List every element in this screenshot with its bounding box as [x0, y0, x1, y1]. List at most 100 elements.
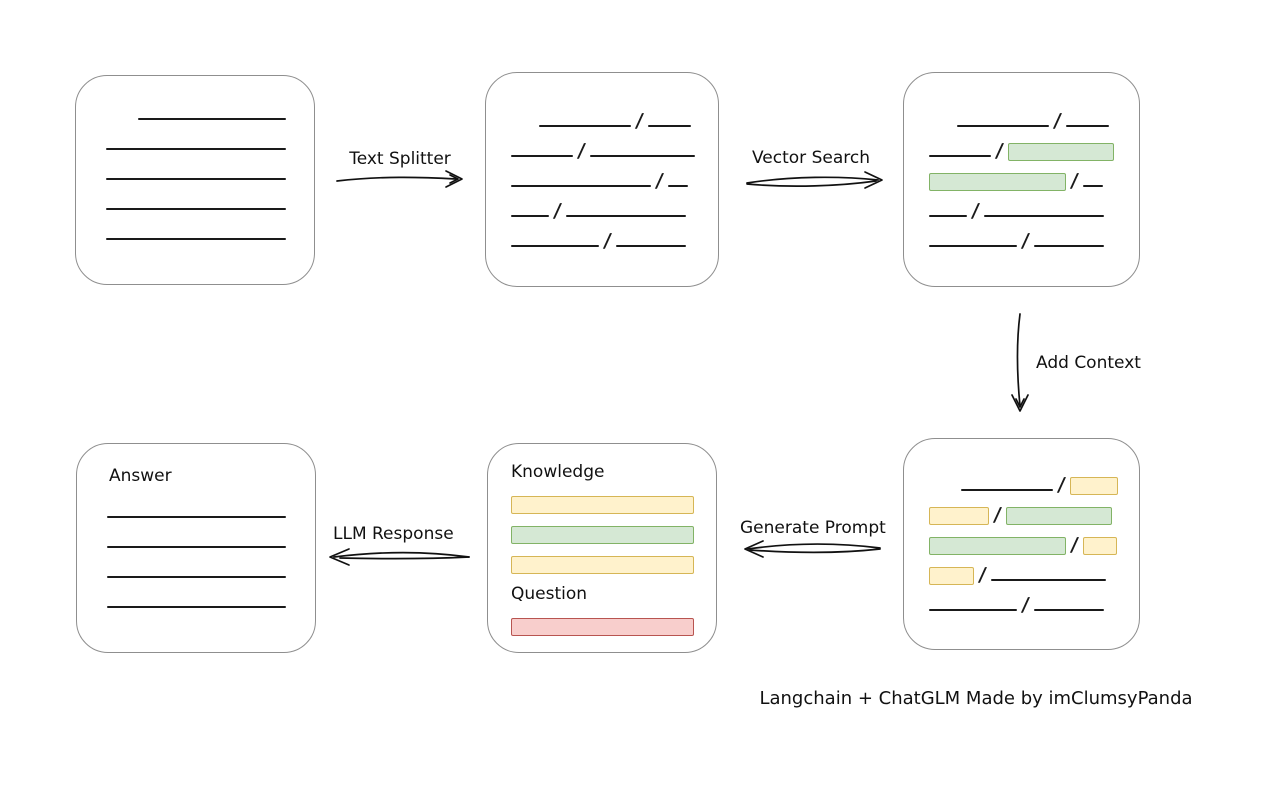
text-line	[138, 118, 286, 120]
answer-lines	[77, 488, 315, 612]
add-context-label: Add Context	[1036, 353, 1141, 373]
retrieved-chunks-box: /////	[903, 72, 1140, 287]
green-highlight	[1007, 143, 1114, 161]
text-row: /	[511, 221, 718, 252]
text-row: /	[929, 525, 1139, 556]
text-row	[511, 544, 716, 574]
document-box	[75, 75, 315, 285]
answer-box: Answer	[76, 443, 316, 653]
slash-separator: /	[1052, 110, 1063, 132]
text-line	[990, 579, 1106, 581]
text-row: /	[929, 161, 1139, 192]
text-row	[107, 492, 315, 522]
text-row: /	[929, 585, 1139, 616]
text-row	[106, 214, 314, 244]
text-row	[106, 94, 314, 124]
text-line	[107, 606, 286, 608]
text-line	[511, 245, 599, 247]
text-row: /	[511, 131, 718, 162]
text-line	[983, 215, 1104, 217]
text-splitter-label: Text Splitter	[349, 149, 451, 169]
slash-separator: /	[552, 200, 563, 222]
text-row: /	[511, 191, 718, 222]
document-lines	[76, 76, 314, 244]
text-line	[1082, 185, 1103, 187]
text-line	[961, 489, 1053, 491]
slash-separator: /	[576, 140, 587, 162]
text-row: /	[929, 101, 1139, 132]
text-row	[106, 124, 314, 154]
llm-response-label: LLM Response	[333, 524, 454, 544]
question-bars	[488, 606, 716, 636]
text-line	[667, 185, 688, 187]
text-line	[929, 155, 991, 157]
text-line	[565, 215, 686, 217]
knowledge-label: Knowledge	[511, 462, 605, 482]
text-line	[957, 125, 1049, 127]
slash-separator: /	[602, 230, 613, 252]
slash-separator: /	[970, 200, 981, 222]
text-line	[107, 576, 286, 578]
text-splitter-arrow	[336, 170, 463, 188]
text-line	[107, 516, 286, 518]
text-line	[106, 238, 286, 240]
yellow-highlight	[929, 507, 989, 525]
text-line	[589, 155, 695, 157]
text-row: /	[929, 465, 1139, 496]
yellow-highlight	[929, 567, 974, 585]
text-row	[107, 522, 315, 552]
slash-separator: /	[1069, 170, 1080, 192]
text-line	[107, 546, 286, 548]
yellow-highlight	[1069, 477, 1118, 495]
text-line	[106, 148, 286, 150]
text-row: /	[511, 101, 718, 132]
text-line	[511, 215, 549, 217]
text-line	[106, 208, 286, 210]
text-row: /	[929, 191, 1139, 222]
text-line	[929, 245, 1017, 247]
green-highlight	[511, 526, 694, 544]
text-line	[647, 125, 691, 127]
slash-separator: /	[1069, 534, 1080, 556]
green-highlight	[929, 537, 1066, 555]
text-line	[106, 178, 286, 180]
text-row	[107, 582, 315, 612]
text-row: /	[929, 131, 1139, 162]
chunks-box: / / / / /	[485, 72, 719, 287]
indent-spacer	[929, 130, 957, 131]
text-line	[539, 125, 631, 127]
text-row: /	[929, 221, 1139, 252]
text-row	[106, 184, 314, 214]
slash-separator: /	[1056, 474, 1067, 496]
yellow-highlight	[1082, 537, 1117, 555]
red-highlight	[511, 618, 694, 636]
vector-search-label: Vector Search	[752, 148, 870, 168]
indent-spacer	[511, 130, 539, 131]
indent-spacer	[929, 494, 961, 495]
text-line	[511, 155, 573, 157]
diagram-caption: Langchain + ChatGLM Made by imClumsyPand…	[759, 688, 1193, 709]
green-highlight	[929, 173, 1066, 191]
vector-search-arrow	[746, 171, 883, 189]
green-highlight	[1005, 507, 1112, 525]
text-row: /	[929, 495, 1139, 526]
indent-spacer	[106, 123, 138, 124]
slash-separator: /	[1020, 594, 1031, 616]
generate-prompt-label: Generate Prompt	[740, 518, 886, 538]
text-line	[1065, 125, 1109, 127]
retrieved-rows: /////	[904, 73, 1139, 252]
slash-separator: /	[634, 110, 645, 132]
knowledge-bars	[488, 484, 716, 574]
slash-separator: /	[977, 564, 988, 586]
text-row: /	[929, 555, 1139, 586]
prompt-box: Knowledge Question	[487, 443, 717, 653]
text-row	[511, 606, 716, 636]
text-row: /	[511, 161, 718, 192]
yellow-highlight	[511, 496, 694, 514]
yellow-highlight	[511, 556, 694, 574]
text-line	[929, 215, 967, 217]
slash-separator: /	[992, 504, 1003, 526]
text-row	[511, 514, 716, 544]
slash-separator: /	[654, 170, 665, 192]
text-line	[1033, 609, 1104, 611]
